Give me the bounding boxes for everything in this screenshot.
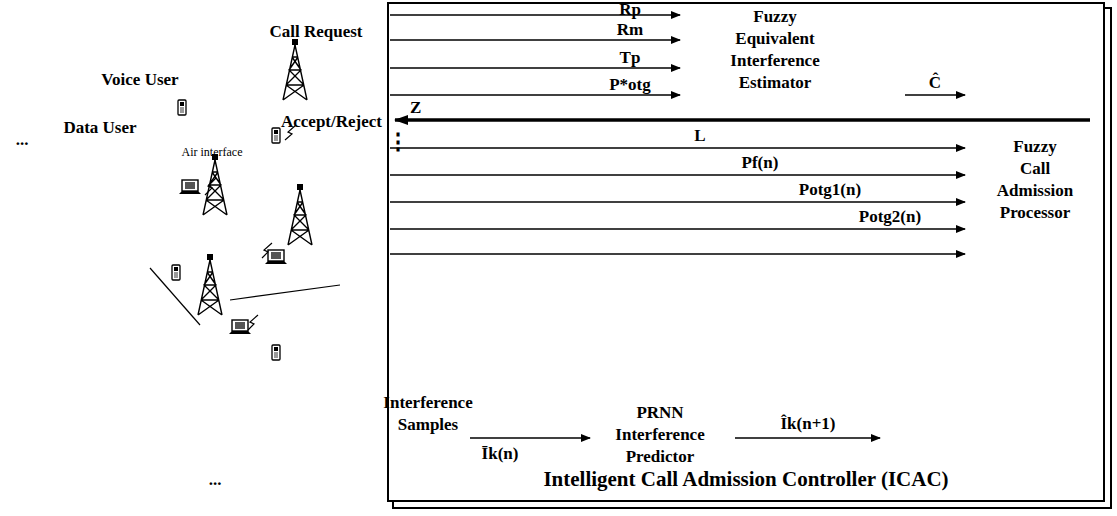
signal-label: Īk(n): [482, 444, 519, 464]
signal-label: Ĉ: [929, 73, 941, 93]
input-label: Interference Samples: [378, 392, 478, 436]
ellipsis: ...: [209, 470, 222, 490]
output-label: Accept/Reject: [281, 112, 382, 132]
signal-label: Tp: [620, 48, 641, 68]
signal-label: Potg1(n): [799, 180, 861, 200]
module-label: PRNN Interference Predictor: [595, 402, 725, 468]
signal-label: P*otg: [609, 75, 651, 95]
signal-label: Rm: [617, 20, 643, 40]
signal-label: Potg2(n): [859, 207, 921, 227]
signal-label: Z: [410, 98, 421, 118]
ellipsis: ⋮: [387, 130, 409, 154]
signal-label: Rp: [619, 0, 641, 20]
signal-label: Îk(n+1): [780, 414, 835, 434]
module-label: Fuzzy Call Admission Processor: [970, 136, 1100, 224]
input-label: Call Request: [269, 22, 362, 42]
box-title: Intelligent Call Admission Controller (I…: [389, 467, 1103, 492]
module-label: Fuzzy Equivalent Interference Estimator: [705, 6, 845, 94]
user-label: Data User: [63, 118, 136, 138]
user-label: Voice User: [101, 70, 178, 90]
air-label: Air interface: [182, 142, 243, 162]
signal-label: L: [694, 126, 705, 146]
signal-label: Pf(n): [742, 153, 779, 173]
ellipsis: ...: [16, 130, 29, 150]
